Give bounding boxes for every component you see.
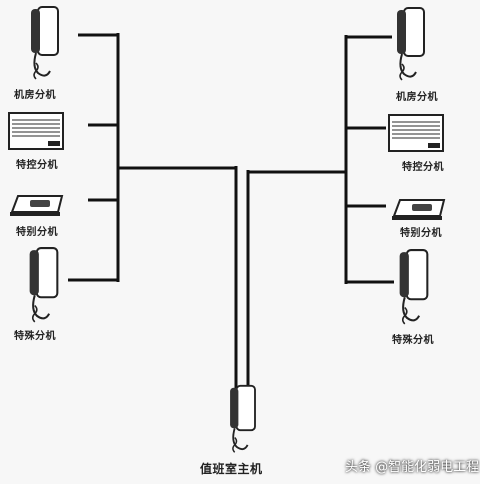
air-conditioner-icon [388, 114, 444, 152]
air-conditioner-icon [8, 112, 64, 150]
watermark: 头条 @智能化弱电工程 [345, 460, 480, 475]
wall-phone-icon [31, 6, 59, 80]
wall-phone-icon [230, 384, 256, 453]
left-extension-label-2: 特控分机 [16, 160, 58, 171]
wall-phone-icon [399, 249, 429, 325]
left-extension-label-1: 机房分机 [14, 90, 56, 101]
master-station-label: 值班室主机 [200, 462, 263, 476]
right-extension-label-3: 特别分机 [400, 228, 442, 239]
wall-phone-icon [29, 247, 59, 323]
right-extension-label-2: 特控分机 [402, 162, 444, 173]
desk-device-icon [10, 195, 64, 216]
left-extension-label-4: 特殊分机 [14, 331, 56, 342]
wall-phone-icon [397, 7, 425, 81]
desk-device-icon [392, 199, 446, 220]
right-extension-label-4: 特殊分机 [392, 335, 434, 346]
right-extension-label-1: 机房分机 [396, 92, 438, 103]
left-extension-label-3: 特别分机 [16, 227, 58, 238]
